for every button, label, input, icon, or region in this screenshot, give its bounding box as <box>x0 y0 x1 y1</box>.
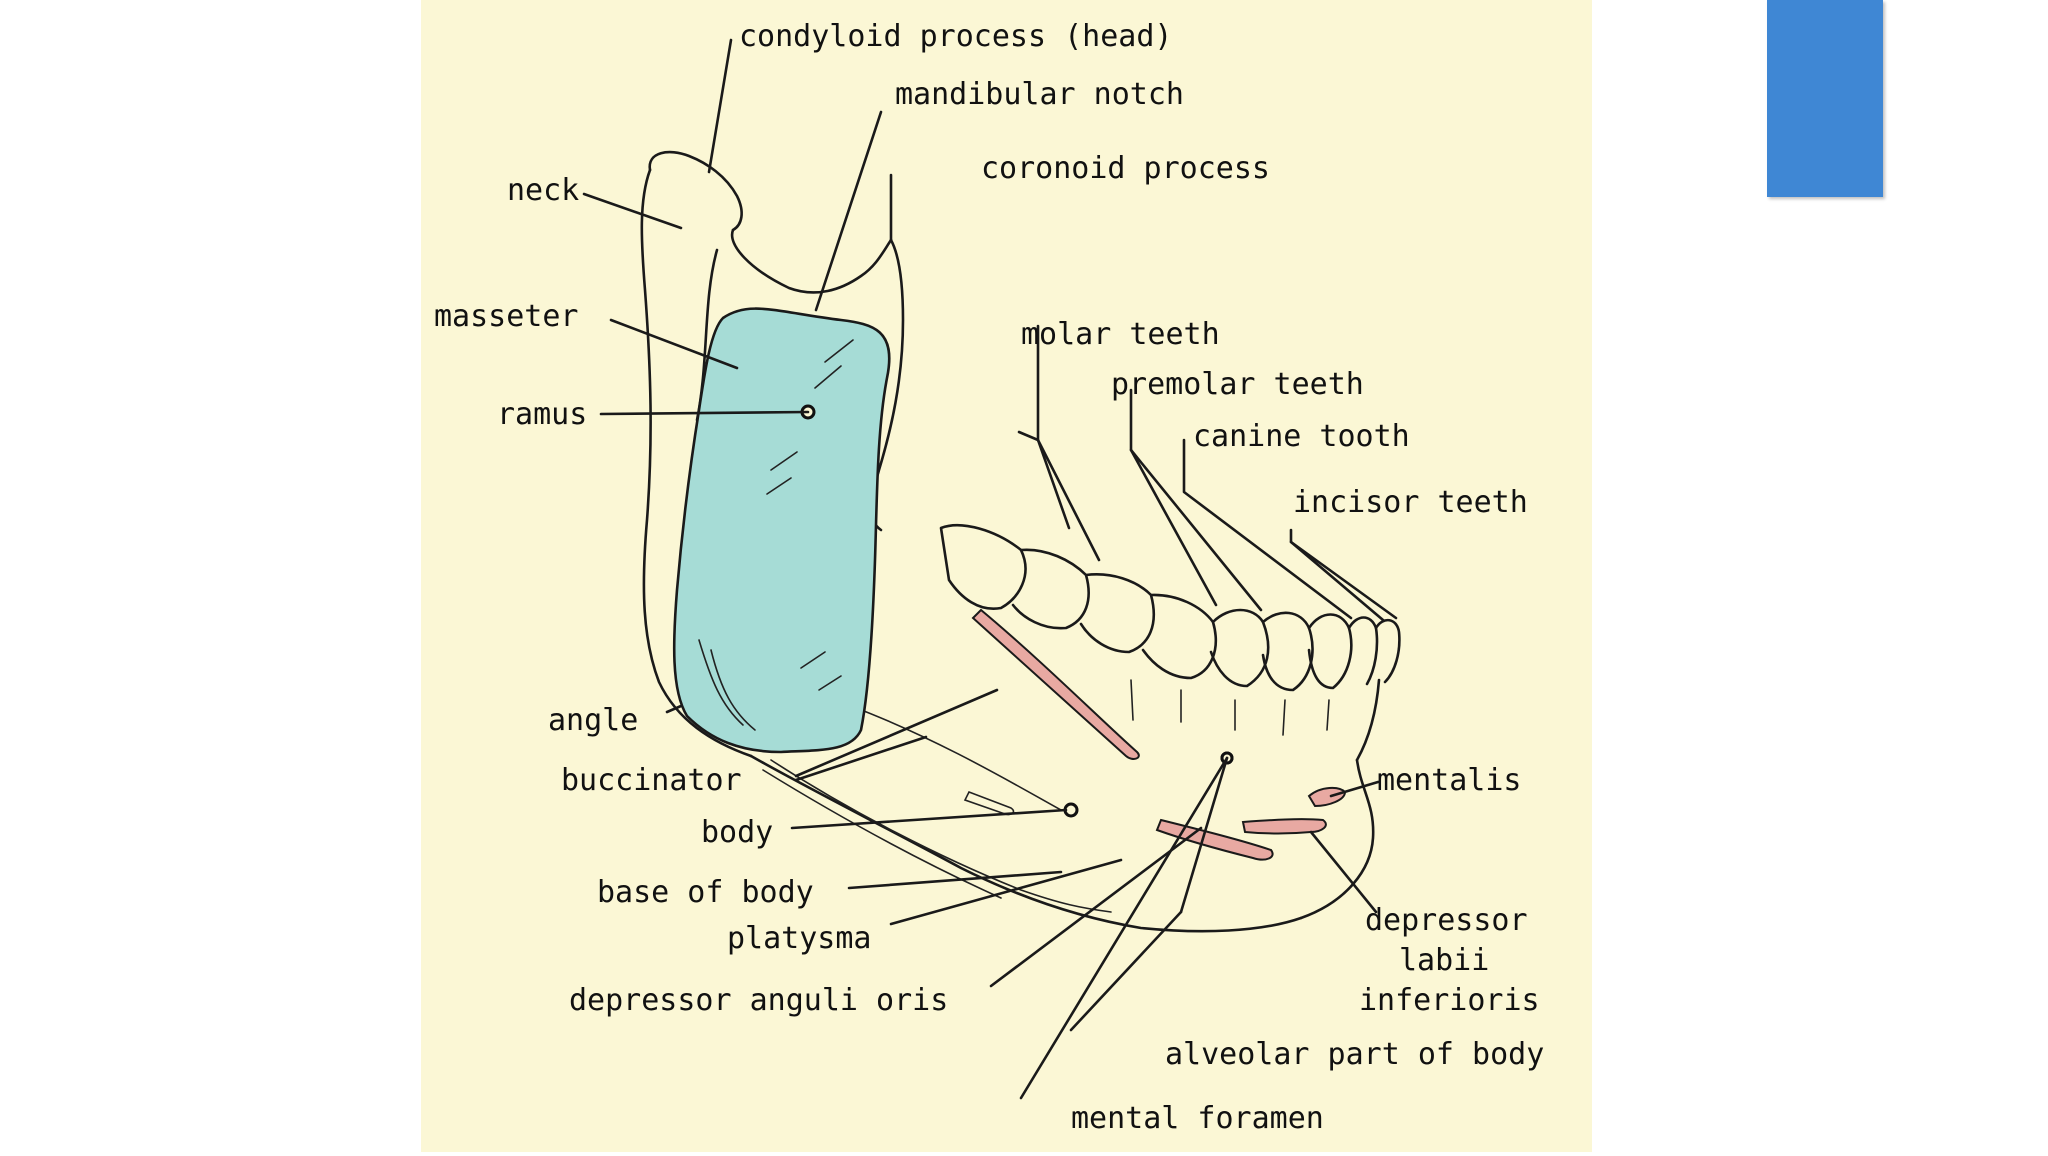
label-angle: angle <box>548 703 638 738</box>
depressor-labii-muscle <box>1241 818 1327 835</box>
label-platysma: platysma <box>727 921 872 956</box>
label-depressor-labii-2: labii <box>1399 943 1489 978</box>
label-depressor-labii-3: inferioris <box>1359 983 1540 1018</box>
label-base-of-body: base of body <box>597 875 814 910</box>
label-ramus: ramus <box>497 397 587 432</box>
label-masseter: masseter <box>434 299 579 334</box>
label-mandibular-notch: mandibular notch <box>895 77 1184 112</box>
label-depressor-labii-1: depressor <box>1365 903 1528 938</box>
label-buccinator: buccinator <box>561 763 742 798</box>
label-coronoid-process: coronoid process <box>981 151 1270 186</box>
masseter-shading <box>698 339 854 731</box>
label-neck: neck <box>507 173 579 208</box>
label-alveolar-part: alveolar part of body <box>1165 1037 1544 1072</box>
labels: condyloid process (head) mandibular notc… <box>434 19 1544 1136</box>
label-premolar-teeth: premolar teeth <box>1111 367 1364 402</box>
buccinator-muscle <box>971 608 1140 760</box>
teeth <box>939 523 1401 736</box>
masseter-muscle <box>672 307 891 754</box>
label-incisor-teeth: incisor teeth <box>1293 485 1528 520</box>
figure-background <box>421 0 1592 1152</box>
label-molar-teeth: molar teeth <box>1021 317 1220 352</box>
mandible-outline <box>640 150 1381 933</box>
label-body: body <box>701 815 773 850</box>
depressor-anguli-muscle <box>1155 818 1274 861</box>
leader-lines <box>582 38 1398 1100</box>
label-condyloid-process: condyloid process (head) <box>739 19 1172 54</box>
label-depressor-anguli-oris: depressor anguli oris <box>569 983 948 1018</box>
label-mentalis: mentalis <box>1377 763 1522 798</box>
mandible-diagram: condyloid process (head) mandibular notc… <box>421 0 1592 1152</box>
accent-block <box>1767 0 1883 197</box>
label-canine-tooth: canine tooth <box>1193 419 1410 454</box>
label-mental-foramen: mental foramen <box>1071 1101 1324 1136</box>
